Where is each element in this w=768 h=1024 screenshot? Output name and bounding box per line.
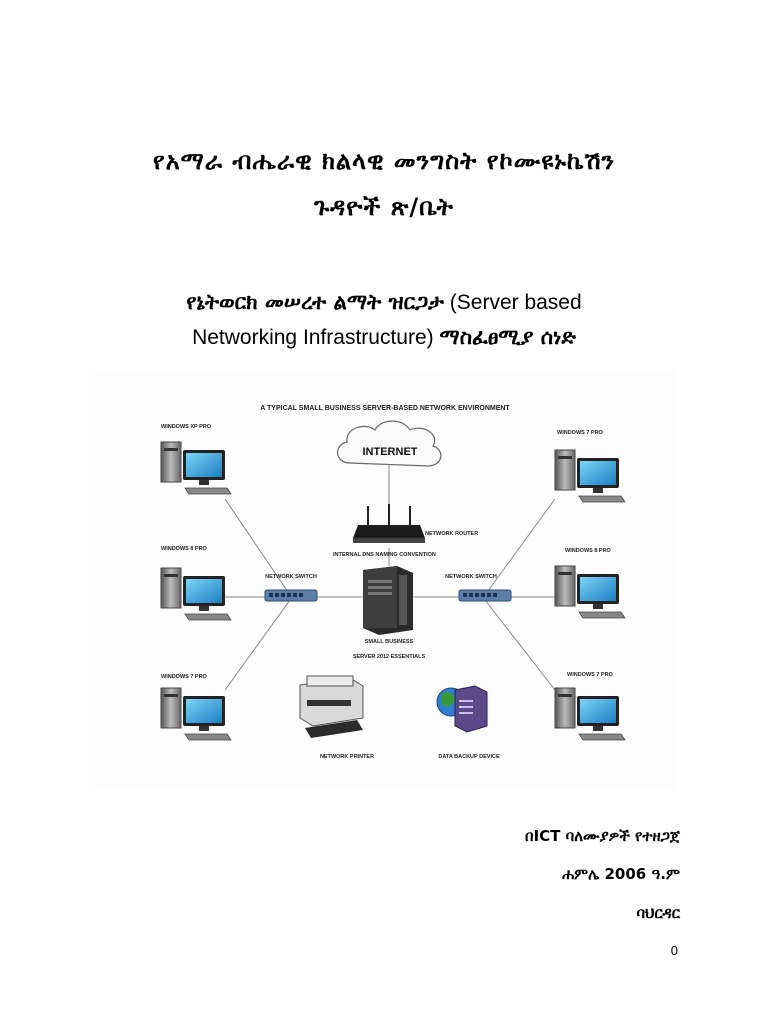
printer-icon	[299, 675, 364, 738]
dns-label: INTERNAL DNS NAMING CONVENTION	[333, 552, 436, 558]
router-icon	[353, 504, 425, 543]
network-diagram: A TYPICAL SMALL BUSINESS SERVER-BASED NE…	[95, 370, 675, 790]
server-label-line1: SMALL BUSINESS	[365, 639, 414, 645]
document-date: ሐምሌ 2006 ዓ.ም	[562, 865, 680, 883]
network-switch-right-icon	[458, 589, 512, 602]
backup-device-icon	[454, 685, 488, 733]
page-number: 0	[670, 943, 678, 958]
diagram-title: A TYPICAL SMALL BUSINESS SERVER-BASED NE…	[260, 405, 510, 412]
printer-label: NETWORK PRINTER	[320, 754, 374, 760]
internet-cloud-icon	[337, 420, 442, 467]
internet-label: INTERNET	[363, 446, 418, 458]
subtitle-line1: የኔትወርክ መሠረተ ልማት ዝርጋታ (Server based	[0, 290, 768, 315]
router-label: NETWORK ROUTER	[425, 531, 478, 537]
computer-right-top-icon	[554, 449, 626, 503]
network-diagram-svg: A TYPICAL SMALL BUSINESS SERVER-BASED NE…	[160, 405, 626, 760]
subtitle-english-part-2: Networking Infrastructure)	[192, 326, 434, 349]
subtitle-amharic-part: የኔትወርክ መሠረተ ልማት ዝርጋታ	[186, 290, 444, 314]
switch-right-label: NETWORK SWITCH	[445, 574, 497, 580]
computer-left-bot-icon	[160, 687, 232, 741]
computer-left-mid-icon	[160, 567, 232, 621]
subtitle-english-part: (Server based	[449, 291, 582, 314]
pc-left-top-label: WINDOWS XP PRO	[161, 424, 212, 430]
server-icon	[363, 566, 413, 635]
document-place: ባህርዳር	[636, 904, 680, 922]
pc-right-bot-label: WINDOWS 7 PRO	[567, 672, 614, 678]
document-title-line2: ጉዳዮች ጽ/ቤት	[314, 193, 454, 221]
computer-right-bot-icon	[554, 687, 626, 741]
pc-right-mid-label: WINDOWS 8 PRO	[565, 548, 612, 554]
switch-left-label: NETWORK SWITCH	[265, 574, 317, 580]
document-title-line1: የአማራ ብሔራዊ ክልላዊ መንግስት የኮሙዩኑኬሽን	[152, 147, 616, 175]
pc-left-mid-label: WINDOWS 8 PRO	[161, 546, 208, 552]
pc-right-top-label: WINDOWS 7 PRO	[557, 430, 604, 436]
subtitle-amharic-part-2: ማስፈፀሚያ ሰነድ	[439, 325, 576, 349]
pc-left-bot-label: WINDOWS 7 PRO	[161, 674, 208, 680]
backup-label: DATA BACKUP DEVICE	[438, 754, 500, 760]
network-switch-left-icon	[264, 589, 318, 602]
prepared-by: በICT ባለሙያዎች የተዘጋጀ	[524, 827, 680, 845]
computer-left-top-icon	[160, 441, 232, 495]
connection-lines	[224, 460, 556, 691]
subtitle-line2: Networking Infrastructure) ማስፈፀሚያ ሰነድ	[0, 325, 768, 350]
computer-right-mid-icon	[554, 565, 626, 619]
server-label-line2: SERVER 2012 ESSENTIALS	[353, 654, 426, 660]
